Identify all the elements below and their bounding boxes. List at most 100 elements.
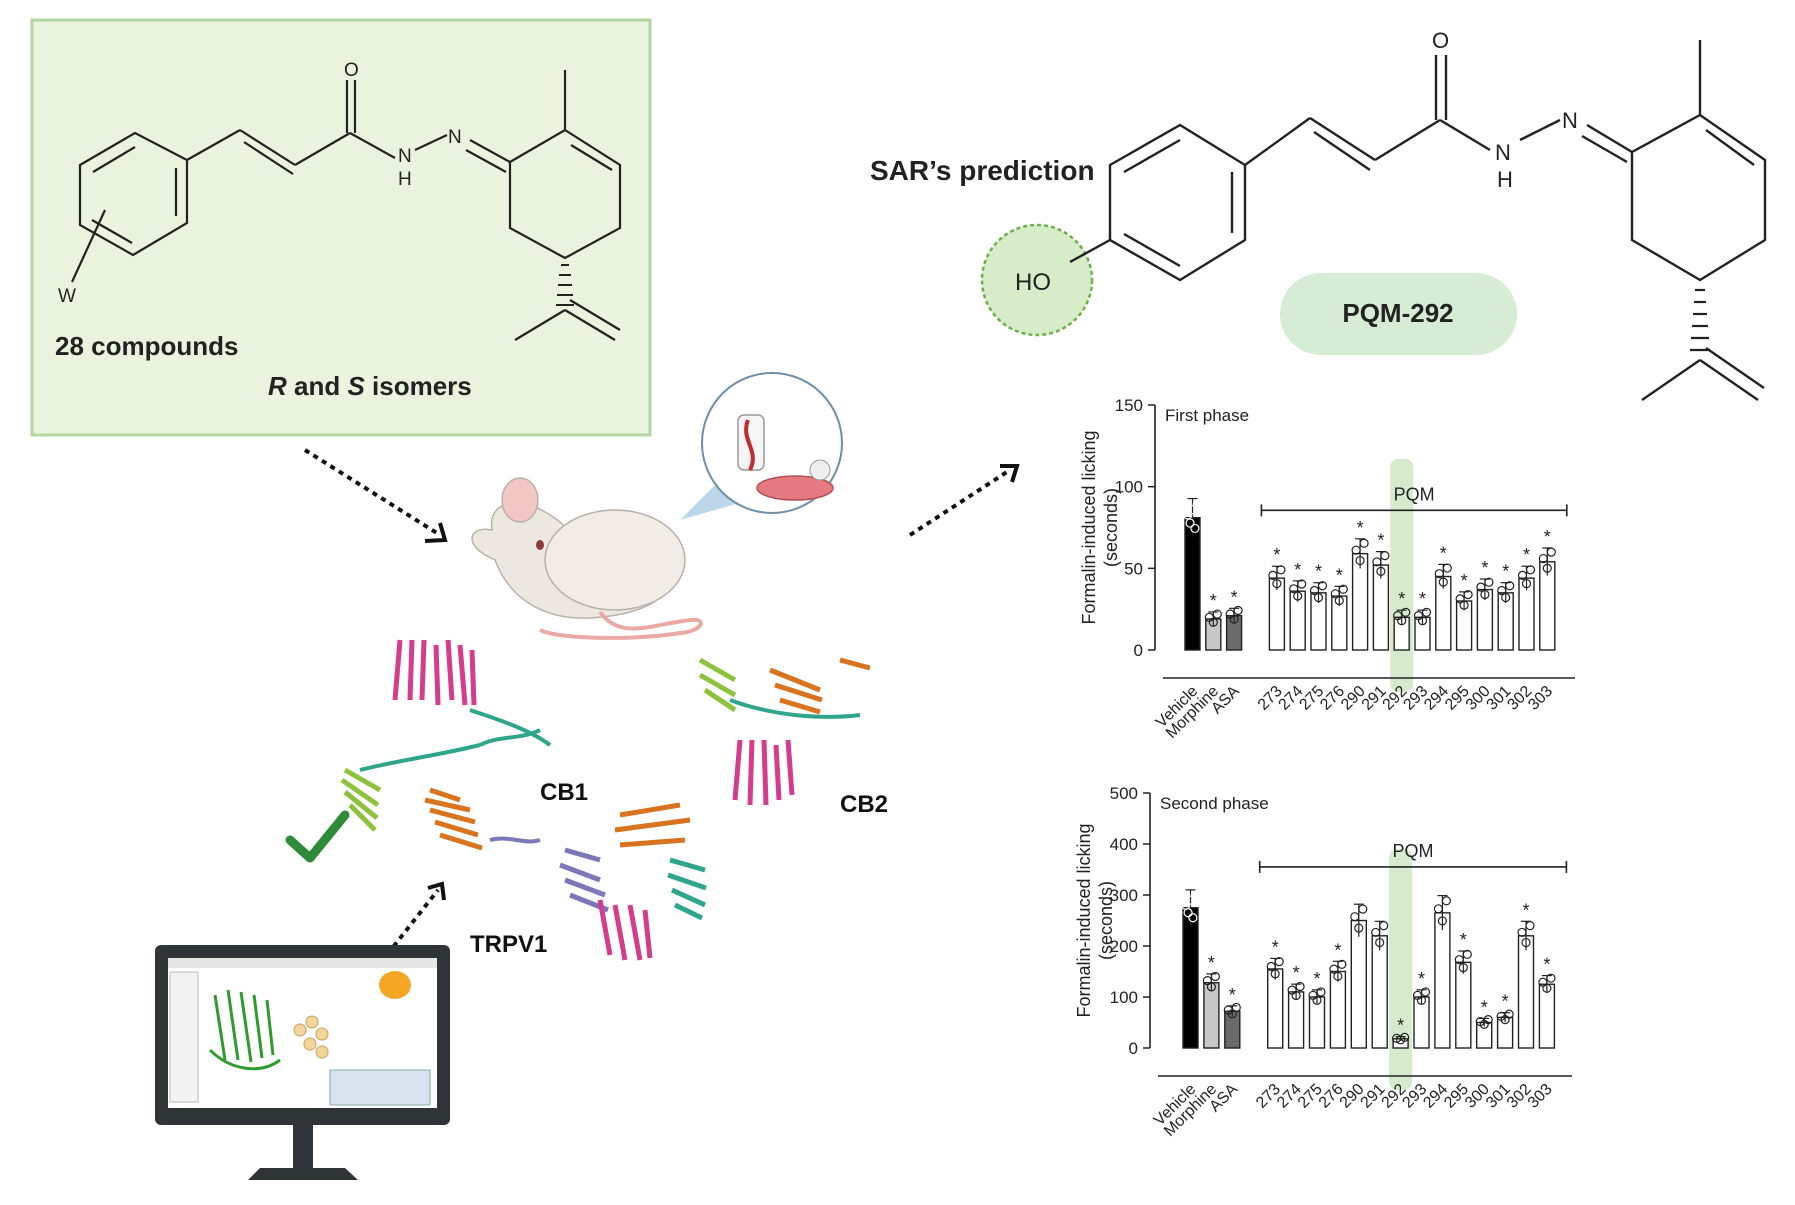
pqm-atom-O: O [1432,28,1449,53]
significance-star: * [1229,985,1236,1005]
pqm-group-label: PQM [1393,841,1434,861]
atom-label-N: N [448,127,462,148]
data-point [1504,1009,1514,1019]
data-point [1312,995,1322,1005]
isomer-R: R [268,371,287,401]
data-point [1521,579,1532,589]
data-point [1293,591,1303,601]
significance-star: * [1419,589,1426,609]
screen-ligand-receptor-badge [379,971,411,999]
significance-star: * [1543,955,1550,975]
significance-star: * [1210,591,1217,611]
pqm292-hashed-wedge [1690,288,1710,352]
bar-Vehicle [1182,907,1199,1049]
data-point [1208,617,1218,627]
y-tick-label: 400 [1110,835,1138,854]
significance-star: * [1502,992,1509,1012]
bar-Vehicle [1184,517,1201,651]
data-point [1480,589,1490,600]
flow-arrows [303,448,1012,972]
data-point [1185,518,1195,528]
bar-ASA [1224,1010,1241,1049]
atom-label-NH-N: N [398,146,412,167]
data-point [1525,921,1535,931]
arrow-panel-to-mouse [303,448,442,537]
data-point [1376,566,1386,576]
data-point [1458,962,1468,973]
data-point [1371,927,1381,938]
data-point [1517,927,1527,938]
significance-star: * [1481,558,1488,578]
data-point [1433,904,1444,914]
data-point [1192,499,1202,509]
data-point [1233,605,1243,616]
significance-star: * [1544,527,1551,547]
pqm292-isopropenyl [1641,347,1765,401]
data-point [1297,579,1307,589]
y-axis-label-line2: (seconds) [1101,488,1121,567]
data-point [1459,600,1469,610]
isomer-word: isomers [365,371,472,401]
data-point [1442,563,1452,573]
data-point [1379,921,1389,931]
data-point [1484,577,1494,587]
bar-276 [1329,970,1347,1049]
category-label-303: 303 [1525,1081,1556,1112]
y-tick-label: 0 [1129,1039,1138,1058]
data-point [1330,589,1340,599]
significance-star: * [1313,969,1320,989]
bar-294 [1434,912,1451,1049]
significance-star: * [1231,587,1238,607]
data-point [1546,547,1556,557]
y-tick-label: 300 [1110,886,1138,905]
bar-302 [1517,935,1535,1049]
hydroxyl-highlight-burst [980,223,1094,337]
screen-ligand [293,1015,329,1059]
data-point [1329,964,1339,974]
screen-protein [208,989,281,1071]
data-point [1501,592,1511,603]
significance-star: * [1273,545,1280,565]
sar-prediction-label: SAR’s prediction [870,155,1095,186]
data-point [1476,582,1486,592]
bar-291 [1371,935,1388,1049]
data-point [1272,579,1282,589]
significance-star: * [1461,571,1468,591]
protein-trpv1: TRPV1 [470,802,707,961]
data-point [1313,592,1324,603]
pqm-group-label: PQM [1394,484,1435,504]
pqm292-bonds [1069,40,1767,282]
significance-star: * [1294,560,1301,580]
significance-star: * [1522,900,1529,920]
y-axis-label-line2: (seconds) [1096,881,1116,960]
significance-star: * [1377,531,1384,551]
isopropenyl-group [514,299,621,341]
data-point [1350,912,1360,922]
data-point [1505,581,1515,591]
significance-star: * [1523,545,1530,565]
significance-star: * [1208,953,1215,973]
substituent-W-label: W [58,286,76,307]
data-point [1542,983,1552,993]
protein-cb1: CB1 [340,639,588,851]
compound-series-panel: O N N H W 28 compounds R and S isomers [30,18,652,437]
data-point [1317,581,1328,591]
pqm292-name-pill [1280,273,1517,355]
data-point [1274,956,1284,967]
bar-295 [1455,961,1472,1049]
data-point [1441,896,1452,906]
data-point [1455,594,1465,604]
data-point [1355,555,1365,566]
bar-290 [1350,919,1368,1049]
trpv1-label: TRPV1 [470,931,547,958]
arrow-heads [424,464,1020,901]
compounds-count-label: 28 compounds [55,331,238,361]
data-point [1183,908,1193,918]
data-point [1538,553,1548,564]
y-tick-label: 150 [1115,396,1143,415]
significance-star: * [1272,937,1279,957]
